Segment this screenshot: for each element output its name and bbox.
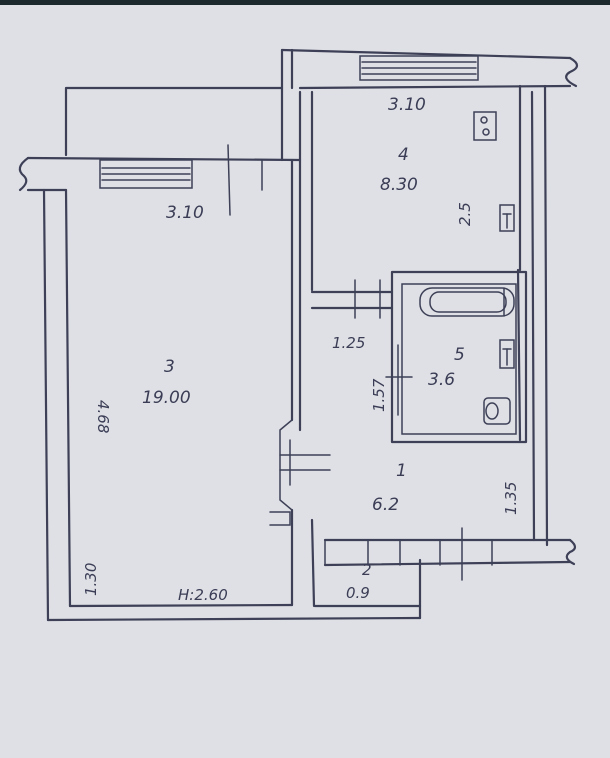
room-1-number: 1 bbox=[396, 461, 407, 481]
bathtub-icon bbox=[419, 287, 515, 317]
washbasin-icon bbox=[499, 339, 515, 369]
room-2-number: 2 bbox=[362, 561, 372, 579]
dim-top-right-width: 3.10 bbox=[388, 95, 426, 115]
room-1-area: 6.2 bbox=[372, 495, 399, 515]
dim-vestibule-depth: 0.9 bbox=[346, 584, 370, 602]
dim-hall-right-length: 1.35 bbox=[502, 482, 520, 515]
room-5-number: 5 bbox=[454, 345, 465, 365]
room-4-number: 4 bbox=[398, 145, 409, 165]
room-5-area: 3.6 bbox=[428, 370, 455, 390]
kitchen-sink-icon bbox=[499, 204, 515, 232]
room-4-area: 8.30 bbox=[380, 175, 418, 195]
dim-hall-width: 1.25 bbox=[332, 334, 365, 352]
window-top bbox=[359, 55, 479, 81]
room-3-number: 3 bbox=[164, 357, 175, 377]
dim-bath-height: 1.57 bbox=[370, 378, 388, 412]
stove-icon bbox=[473, 111, 497, 141]
toilet-icon bbox=[483, 397, 511, 425]
top-edge-bar bbox=[0, 0, 610, 5]
ceiling-height-label: H:2.60 bbox=[178, 586, 228, 604]
window-left bbox=[99, 144, 263, 216]
dim-left-room-length: 4.68 bbox=[94, 400, 112, 433]
dim-left-room-width: 3.10 bbox=[166, 203, 204, 223]
outer-walls bbox=[18, 48, 579, 622]
room-3-area: 19.00 bbox=[142, 388, 191, 408]
dim-left-bottom-segment: 1.30 bbox=[82, 563, 100, 596]
dim-kitchen-side: 2.5 bbox=[456, 202, 474, 226]
